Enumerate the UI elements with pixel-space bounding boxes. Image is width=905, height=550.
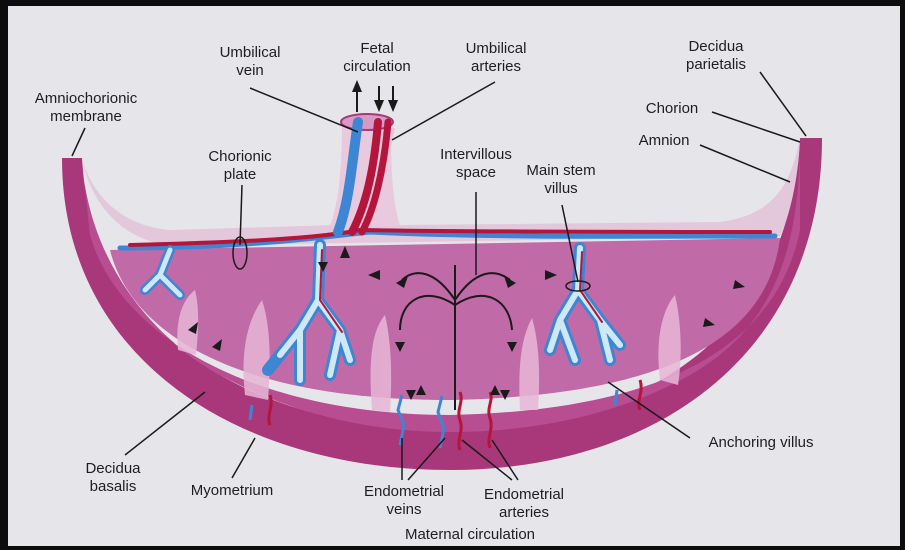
label-decidua-parietalis: Deciduaparietalis [664, 38, 768, 74]
label-myometrium: Myometrium [180, 482, 284, 500]
label-umbilical-arteries: Umbilicalarteries [440, 40, 552, 76]
label-umbilical-vein: Umbilicalvein [198, 44, 302, 80]
label-amnion: Amnion [626, 132, 702, 150]
label-main-stem-villus: Main stemvillus [508, 162, 614, 198]
label-amniochorionic-membrane: Amniochorionicmembrane [16, 90, 156, 126]
label-endometrial-arteries: Endometrialarteries [468, 486, 580, 522]
label-anchoring-villus: Anchoring villus [690, 434, 832, 452]
label-maternal-circulation: Maternal circulation [380, 526, 560, 544]
label-decidua-basalis: Deciduabasalis [72, 460, 154, 496]
label-chorionic-plate: Chorionicplate [190, 148, 290, 184]
label-chorion: Chorion [632, 100, 712, 118]
label-fetal-circulation: Fetalcirculation [318, 40, 436, 76]
label-endometrial-veins: Endometrialveins [350, 483, 458, 519]
